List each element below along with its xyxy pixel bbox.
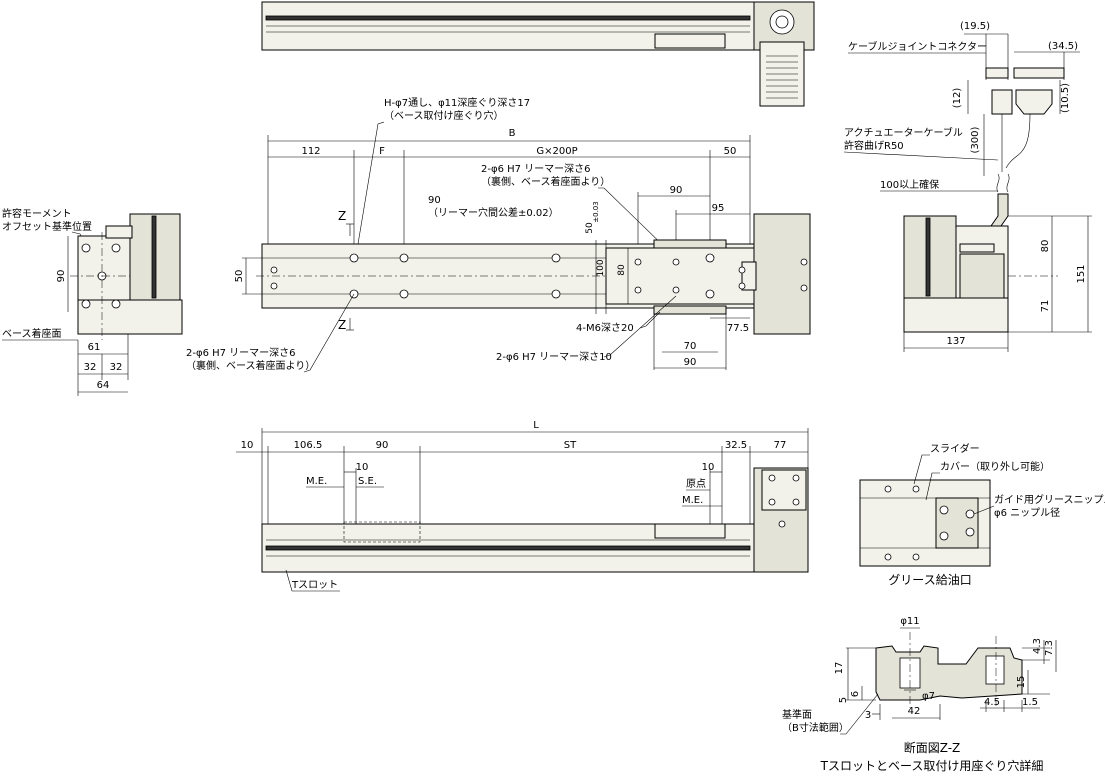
sec-note-ref-line2: （B寸法範囲） [782,721,849,734]
sec-dim-3: 3 [865,710,871,721]
left-side-view: 許容モーメント オフセット基準位置 90 ベース着座面 61 32 32 64 [2,207,183,396]
note-slider: スライダー [930,442,980,455]
grease-caption: グリース給油口 [888,573,971,587]
right-dim-137: 137 [946,336,965,347]
note-clearance: 100以上確保 [880,178,939,191]
dim-F: F [379,146,385,157]
sec-dim-5: 5 [838,697,849,703]
left-dim-61: 61 [88,342,101,353]
sec-dim-17: 17 [834,662,845,675]
note-reamer-bottom-right: 2-φ6 H7 リーマー深さ10 [496,351,612,363]
right-side-view: (19.5) ケーブルジョイントコネクター (34.5) (12) (10.5)… [843,21,1092,352]
dim-50-tol: 50 [585,222,595,234]
right-dim-10-5: (10.5) [1060,83,1071,113]
dim-90-lower: 90 [684,357,697,368]
dim-90: 90 [376,440,389,451]
z-upper: Z [338,209,346,223]
note-cover: カバー（取り外し可能） [940,460,1050,473]
dim-112: 112 [301,146,320,157]
section-zz-detail: φ11 φ7 17 5 6 3 42 4.3 7.3 15 4.5 1.5 基準… [782,616,1057,773]
note-cable-line2: 許容曲げR50 [844,139,904,152]
left-dim-32b: 32 [110,362,123,373]
dim-10-right: 10 [702,462,715,473]
dim-10-left: 10 [241,440,254,451]
sec-dim-42: 42 [908,706,921,717]
sec-dim-4-5: 4.5 [984,697,1000,708]
sec-caption-line2: Tスロットとベース取付け用座ぐり穴詳細 [820,758,1044,773]
right-dim-19-5: (19.5) [960,21,990,32]
dim-100: 100 [596,259,606,276]
note-h-line1: H-φ7通し、φ11深座ぐり深さ17 [384,96,530,109]
note-h-line2: （ベース取付け座ぐり穴） [384,109,504,122]
note-tol-line1: 90 [428,195,441,206]
dim-95: 95 [712,203,725,214]
main-top-view: B 112 F G×200P 50 H-φ7通し、φ11深座ぐり深さ17 （ベー… [186,96,811,373]
note-reamer-top-line2: （裏側、ベース着座面より） [481,175,610,188]
grease-detail: スライダー カバー（取り外し可能） ガイド用グリースニップル φ6 ニップル径 … [859,442,1105,587]
dim-90-upper: 90 [670,185,683,196]
sec-dim-phi11: φ11 [900,616,919,627]
top-elevation-view [261,1,815,107]
sec-dim-6: 6 [850,691,861,697]
dim-ST: ST [564,440,577,451]
sec-dim-1-5: 1.5 [1022,697,1038,708]
note-m6: 4-M6深さ20 [576,322,634,334]
left-dim-32a: 32 [84,362,97,373]
right-dim-300: (300) [970,126,981,153]
dim-80: 80 [617,264,627,276]
note-reamer-bottom-left-line2: （裏側、ベース着座面より） [186,359,315,372]
note-nipple-line2: φ6 ニップル径 [994,506,1060,519]
note-reamer-bottom-left-line1: 2-φ6 H7 リーマー深さ6 [186,347,296,359]
label-origin: 原点 [686,478,706,490]
dim-106-5: 106.5 [294,440,323,451]
sec-note-ref-line1: 基準面 [782,708,812,721]
label-me-right: M.E. [682,495,703,506]
front-view: L 10 106.5 90 ST 32.5 77 10 M.E. S.E. 10… [236,420,809,592]
note-reamer-top-line1: 2-φ6 H7 リーマー深さ6 [481,163,591,175]
left-dim-90: 90 [56,270,67,283]
dim-77: 77 [774,440,787,451]
sec-caption-line1: 断面図Z-Z [904,740,961,755]
note-base: ベース着座面 [2,327,62,340]
dim-70: 70 [684,341,697,352]
sec-dim-phi7: φ7 [922,691,935,702]
dim-B: B [509,128,516,139]
note-tol-line2: （リーマー穴間公差±0.02） [428,206,559,219]
note-moment-line2: オフセット基準位置 [2,220,92,233]
connector-fins [766,55,798,99]
mounting-holes [270,253,808,299]
right-dim-12: (12) [952,88,963,109]
label-me-left: M.E. [306,476,327,487]
sec-dim-7-3: 7.3 [1044,640,1055,656]
dim-50-left: 50 [234,270,245,283]
note-moment-line1: 許容モーメント [2,207,72,220]
right-dim-151: 151 [1076,264,1087,283]
label-se: S.E. [358,476,377,487]
sec-dim-15: 15 [1016,676,1027,689]
dim-10-me: 10 [356,462,369,473]
dim-50-right: 50 [724,146,737,157]
z-lower: Z [338,318,346,332]
sec-dim-4-3: 4.3 [1032,638,1043,654]
dim-50-tol-sup: ±0.03 [592,201,600,222]
dim-G: G×200P [536,146,577,157]
dim-32-5: 32.5 [725,440,747,451]
right-dim-34-5: (34.5) [1048,41,1078,52]
note-connector: ケーブルジョイントコネクター [848,40,987,53]
right-dim-80: 80 [1040,240,1051,253]
right-dim-71: 71 [1040,300,1051,313]
dim-77-5: 77.5 [727,323,749,334]
left-dim-64: 64 [97,380,110,391]
dim-L: L [533,420,539,431]
note-cable-line1: アクチュエーターケーブル [844,126,963,139]
note-nipple-line1: ガイド用グリースニップル [994,493,1105,506]
label-tslot: Tスロット [291,580,338,591]
